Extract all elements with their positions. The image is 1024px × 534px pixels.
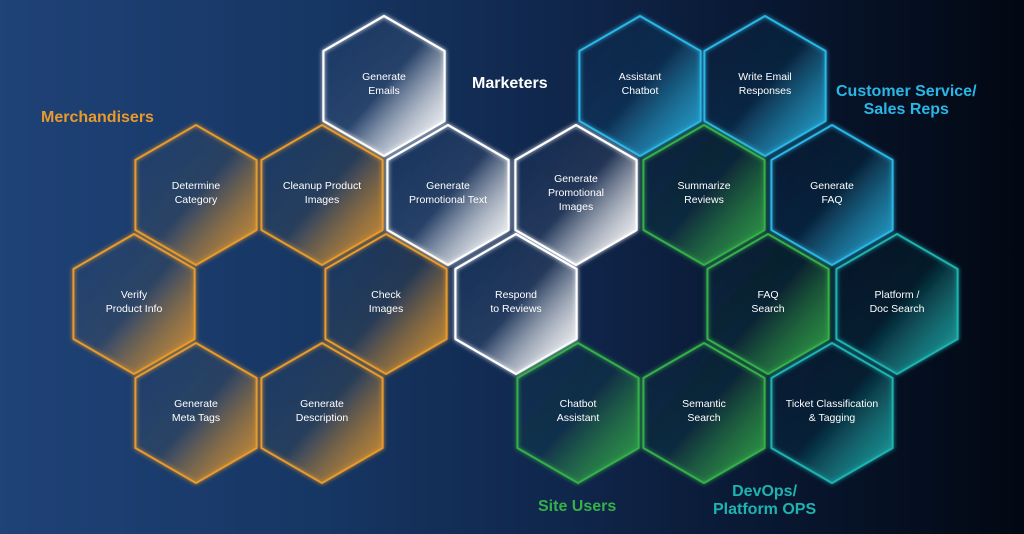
hexagon-shape-generate-faq [770,124,894,266]
hexagon-summarize-reviews [642,124,766,266]
hexagon-shape-write-email-responses [703,15,827,157]
hexagon-shape-verify-product-info [72,233,196,375]
hexagon-determine-category [134,124,258,266]
hexagon-shape-chatbot-assistant [516,342,640,484]
hexagon-cleanup-product-images [260,124,384,266]
hexagon-generate-promotional-images [514,123,638,267]
group-title-marketers: Marketers [472,75,548,92]
hexagon-chatbot-assistant [516,342,640,484]
hexagon-shape-generate-meta-tags [134,342,258,484]
group-title-customer-service-line1: Customer Service/ [836,83,977,100]
hexagon-shape-faq-search [706,233,830,375]
hexagon-generate-description [260,342,384,484]
hexagon-shape-generate-promotional-text [386,123,510,267]
hexagon-faq-search [706,233,830,375]
hexagon-shape-assistant-chatbot [578,15,702,157]
hexagon-verify-product-info [72,233,196,375]
group-title-customer-service: Customer Service/ Sales Reps [836,83,977,119]
hexagon-generate-meta-tags [134,342,258,484]
hexagon-shape-summarize-reviews [642,124,766,266]
hexagon-shape-generate-emails [322,14,446,158]
hexagon-check-images [324,233,448,375]
hexagon-shape-cleanup-product-images [260,124,384,266]
hexagon-generate-promotional-text [386,123,510,267]
hexagon-shape-check-images [324,233,448,375]
group-title-customer-service-line2: Sales Reps [863,101,949,118]
hexagon-shape-respond-to-reviews [454,232,578,376]
hexagon-ticket-classification-tagging [770,342,894,484]
hexagon-generate-faq [770,124,894,266]
group-title-merchandisers: Merchandisers [41,109,154,126]
hexagon-generate-emails [322,14,446,158]
hexagon-shape-platform-doc-search [835,233,959,375]
hexagon-shape-generate-description [260,342,384,484]
group-title-devops-line1: DevOps/ [732,483,798,500]
hexagon-assistant-chatbot [578,15,702,157]
hexagon-platform-doc-search [835,233,959,375]
hexagon-respond-to-reviews [454,232,578,376]
hexagon-shape-determine-category [134,124,258,266]
hexagon-shape-semantic-search [642,342,766,484]
group-title-devops-line2: Platform OPS [713,501,817,518]
hexagon-semantic-search [642,342,766,484]
hexagon-shape-ticket-classification-tagging [770,342,894,484]
hexagon-write-email-responses [703,15,827,157]
group-title-devops: DevOps/ Platform OPS [713,483,816,519]
group-title-site-users: Site Users [538,498,617,515]
hexagon-shape-generate-promotional-images [514,123,638,267]
